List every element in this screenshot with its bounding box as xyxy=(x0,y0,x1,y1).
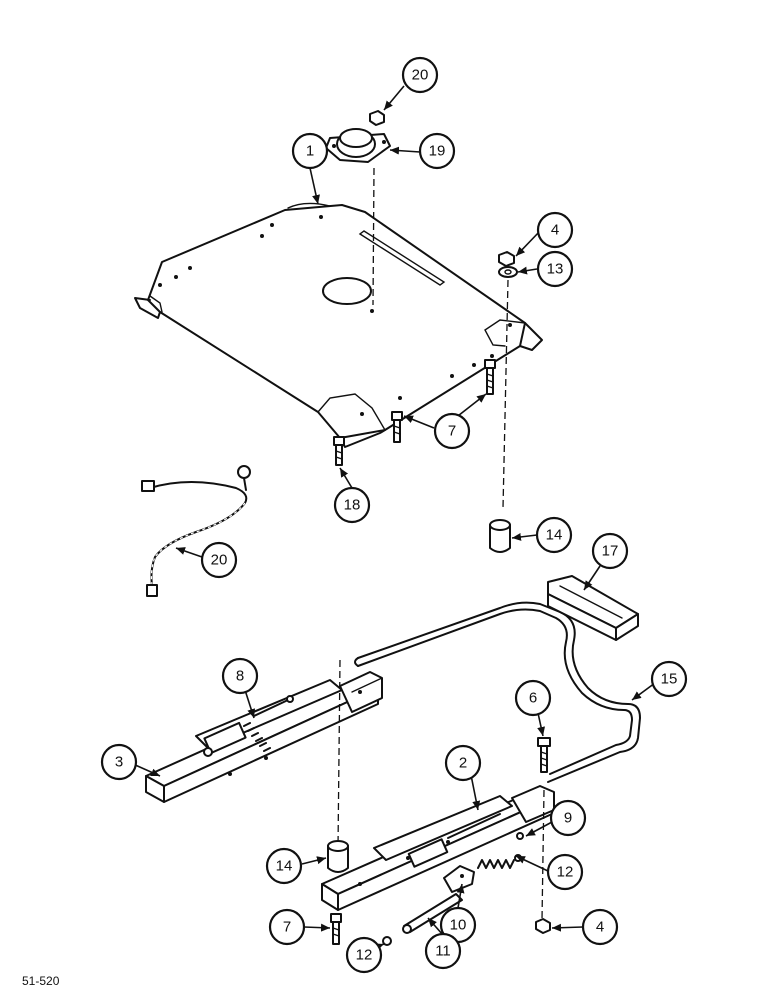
leader-lines xyxy=(132,85,656,952)
rubber-isolator-upper xyxy=(489,519,511,553)
callout-7-bottom: 7 xyxy=(268,908,306,946)
callout-13: 13 xyxy=(536,250,574,288)
callout-2: 2 xyxy=(444,744,482,782)
plate-nut-4-top xyxy=(498,251,515,267)
plate-washer-13 xyxy=(498,266,518,278)
callout-18: 19 xyxy=(418,132,456,170)
callout-14-bottom: 14 xyxy=(265,847,303,885)
svg-text:15: 15 xyxy=(661,671,678,688)
wire-harness xyxy=(141,465,251,597)
svg-text:9: 9 xyxy=(564,810,572,827)
svg-text:12: 12 xyxy=(557,864,574,881)
nut-4-lower xyxy=(535,918,551,934)
callout-1: 1 xyxy=(291,132,329,170)
bolt-7-lower xyxy=(330,913,342,945)
rivet-9 xyxy=(516,832,524,840)
callout-4-top: 4 xyxy=(536,211,574,249)
seat-mounting-plate xyxy=(134,202,543,448)
callout-3: 3 xyxy=(100,743,138,781)
svg-text:19: 19 xyxy=(429,143,446,160)
svg-text:2: 2 xyxy=(459,755,467,772)
svg-text:12: 12 xyxy=(356,947,373,964)
left-slide-rail xyxy=(145,671,383,803)
callout-17: 18 xyxy=(333,486,371,524)
callout-15: 15 xyxy=(650,660,688,698)
drawing-code: 51-520 xyxy=(22,974,60,988)
svg-text:7: 7 xyxy=(448,423,456,440)
svg-text:14: 14 xyxy=(546,527,563,544)
release-cable xyxy=(354,601,641,783)
clip-12 xyxy=(382,936,392,946)
plate-bolt-7 xyxy=(484,359,496,395)
callout-16: 17 xyxy=(591,532,629,570)
svg-text:6: 6 xyxy=(529,690,537,707)
callout-10: 10 xyxy=(439,906,477,944)
right-slide-rail xyxy=(321,785,555,911)
svg-text:20: 20 xyxy=(412,67,429,84)
callout-7-top: 7 xyxy=(433,412,471,450)
svg-text:13: 13 xyxy=(547,261,564,278)
latch-spring xyxy=(477,854,522,869)
svg-text:10: 10 xyxy=(450,917,467,934)
seat-switch xyxy=(325,128,391,163)
svg-text:11: 11 xyxy=(435,943,451,960)
callout-20: 20 xyxy=(200,541,238,579)
svg-text:17: 17 xyxy=(602,543,619,560)
callout-9: 9 xyxy=(549,799,587,837)
callout-11: 11 xyxy=(424,932,462,970)
callout-14-top: 14 xyxy=(535,516,573,554)
release-handle xyxy=(547,575,639,641)
svg-text:4: 4 xyxy=(551,222,559,239)
svg-text:8: 8 xyxy=(236,668,244,685)
screw-6 xyxy=(537,737,551,773)
rubber-isolator-lower xyxy=(327,840,349,873)
svg-text:3: 3 xyxy=(115,754,123,771)
switch-nut xyxy=(369,110,385,126)
svg-text:20: 20 xyxy=(211,552,228,569)
svg-text:14: 14 xyxy=(276,858,293,875)
callout-4-bottom: 4 xyxy=(581,908,619,946)
svg-text:18: 18 xyxy=(344,497,361,514)
callout-8: 8 xyxy=(221,657,259,695)
plate-bolt-7b xyxy=(391,411,403,443)
callout-6: 6 xyxy=(514,679,552,717)
callout-12-bottom: 12 xyxy=(345,936,383,974)
svg-text:4: 4 xyxy=(596,919,604,936)
callout-12-right: 12 xyxy=(546,853,584,891)
latch-lever xyxy=(443,865,475,893)
pivot-pin xyxy=(402,893,463,934)
callout-19: 20 xyxy=(401,56,439,94)
svg-text:7: 7 xyxy=(283,919,291,936)
svg-text:1: 1 xyxy=(306,143,314,160)
plate-bolt-17 xyxy=(333,436,345,466)
